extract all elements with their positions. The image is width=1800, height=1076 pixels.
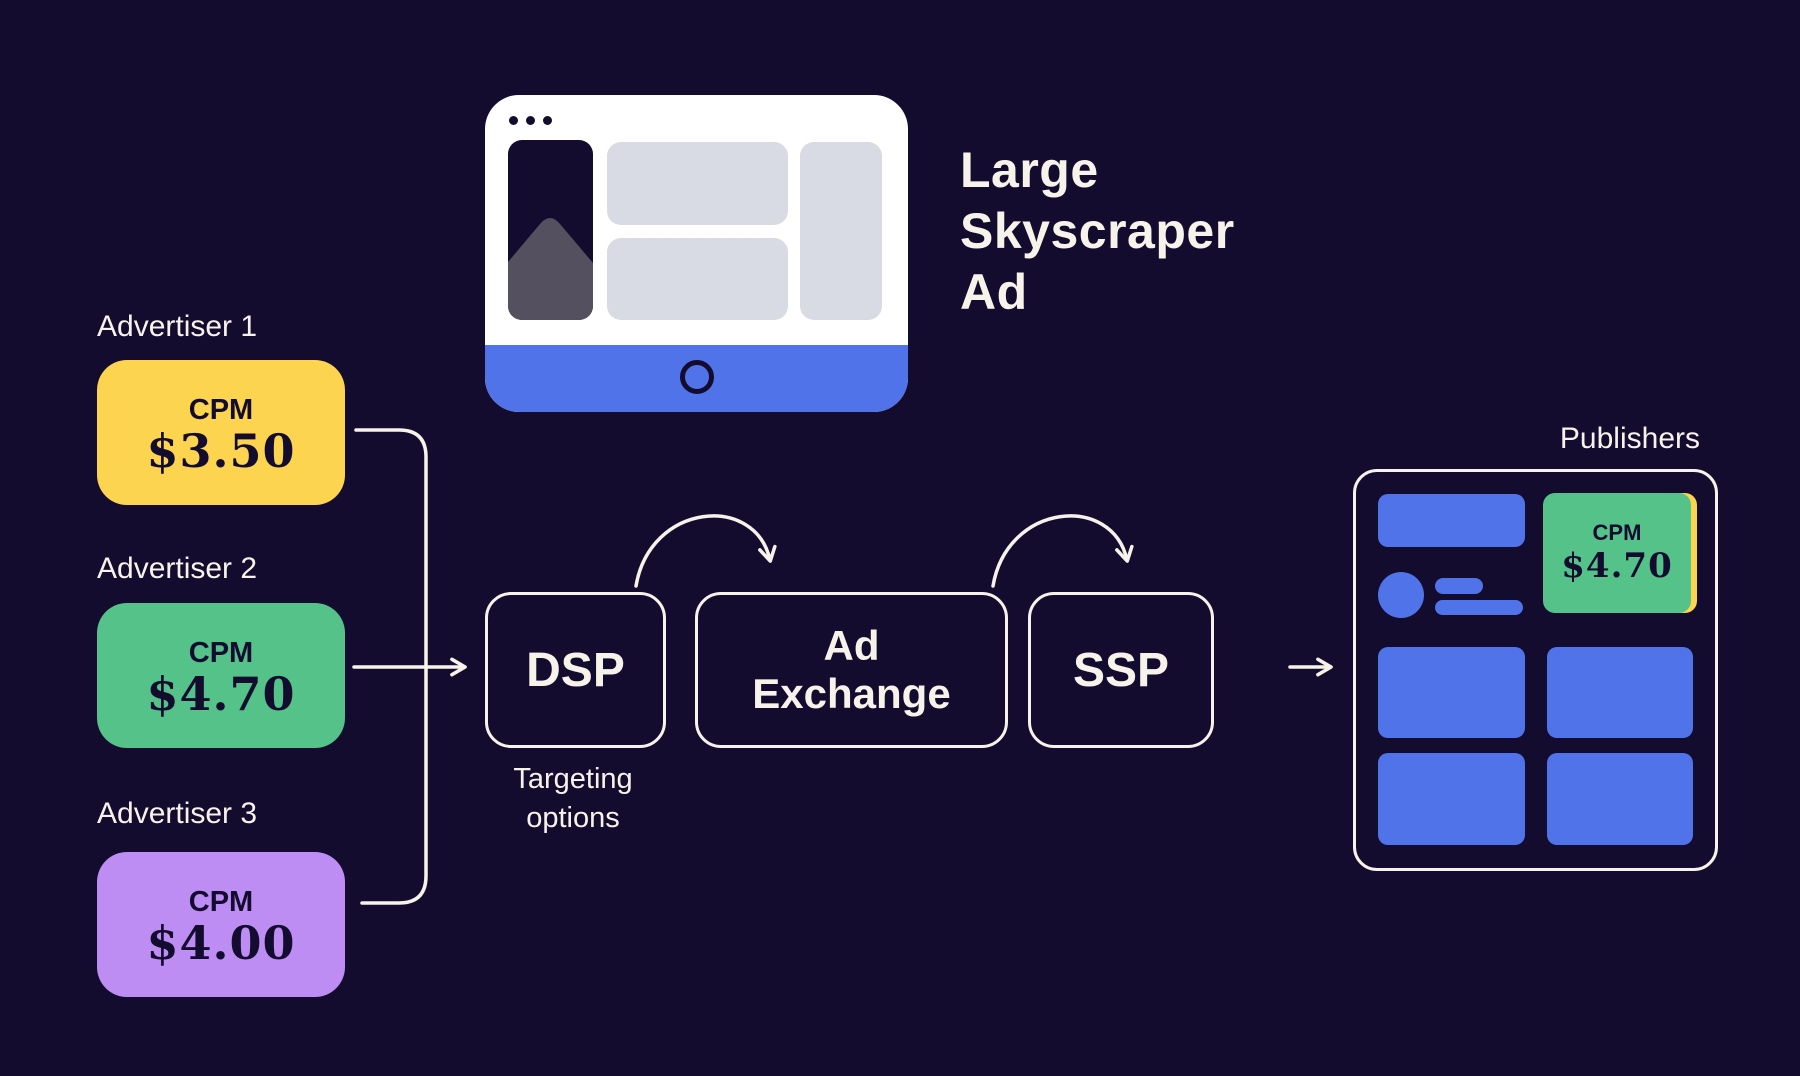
browser-illustration	[485, 95, 908, 412]
publisher-ad-slot	[1547, 647, 1693, 738]
advertiser-2-label: Advertiser 2	[97, 552, 258, 585]
ad-exchange-box: Ad Exchange	[695, 592, 1008, 748]
ssp-label: SSP	[1072, 643, 1170, 697]
publisher-content-block	[1378, 494, 1525, 547]
advertiser-1-label: Advertiser 1	[97, 310, 258, 343]
dsp-caption-line-1: Targeting	[513, 763, 633, 795]
arc-dsp-to-exchange	[634, 514, 777, 588]
publisher-ad-slot	[1547, 753, 1693, 845]
cpm-label: CPM	[1592, 520, 1642, 545]
title-line-2: Skyscraper	[960, 203, 1235, 259]
tablet-bottom-bar	[485, 345, 908, 412]
cpm-label: CPM	[188, 393, 254, 426]
dsp-box: DSP	[485, 592, 666, 748]
title-line-3: Ad	[960, 264, 1028, 320]
publisher-text-line-block	[1435, 600, 1523, 615]
publisher-ad-slot	[1378, 753, 1525, 845]
advertiser-2-card: CPM $4.70	[97, 603, 345, 748]
advertiser-1-card: CPM $3.50	[97, 360, 345, 505]
cpm-label: CPM	[188, 885, 254, 918]
cpm-price: $4.70	[146, 666, 296, 721]
publishers-label: Publishers	[1559, 422, 1700, 455]
content-placeholder-block	[607, 238, 788, 320]
diagram-title: Large Skyscraper Ad	[960, 140, 1235, 323]
skyscraper-ad-block	[508, 140, 593, 320]
content-placeholder-block	[800, 142, 882, 320]
home-button-icon	[679, 360, 714, 394]
advertiser-3-card: CPM $4.00	[97, 852, 345, 997]
publishers-panel: CPM $4.70	[1353, 469, 1718, 871]
ssp-box: SSP	[1028, 592, 1214, 748]
dsp-label: DSP	[526, 643, 625, 697]
publisher-avatar-block	[1378, 572, 1424, 618]
title-line-1: Large	[960, 142, 1099, 198]
content-placeholder-block	[607, 142, 788, 225]
arc-exchange-to-ssp	[991, 514, 1134, 588]
dsp-caption-line-2: options	[526, 802, 620, 834]
publisher-ad-slot	[1378, 647, 1525, 738]
cpm-price: $4.70	[1561, 546, 1673, 586]
cpm-label: CPM	[188, 636, 254, 669]
cpm-price: $3.50	[146, 423, 296, 478]
winning-bid-card: CPM $4.70	[1543, 493, 1691, 613]
mountain-placeholder-icon	[508, 218, 593, 320]
cpm-price: $4.00	[146, 915, 296, 970]
ad-exchange-line-2: Exchange	[752, 670, 951, 717]
connector-bracket	[354, 428, 428, 905]
browser-window-dots-icon	[509, 116, 552, 125]
advertiser-3-label: Advertiser 3	[97, 797, 258, 830]
ad-exchange-line-1: Ad	[823, 622, 880, 669]
dsp-caption: Targeting options	[467, 760, 679, 838]
publisher-text-line-block	[1435, 578, 1483, 594]
